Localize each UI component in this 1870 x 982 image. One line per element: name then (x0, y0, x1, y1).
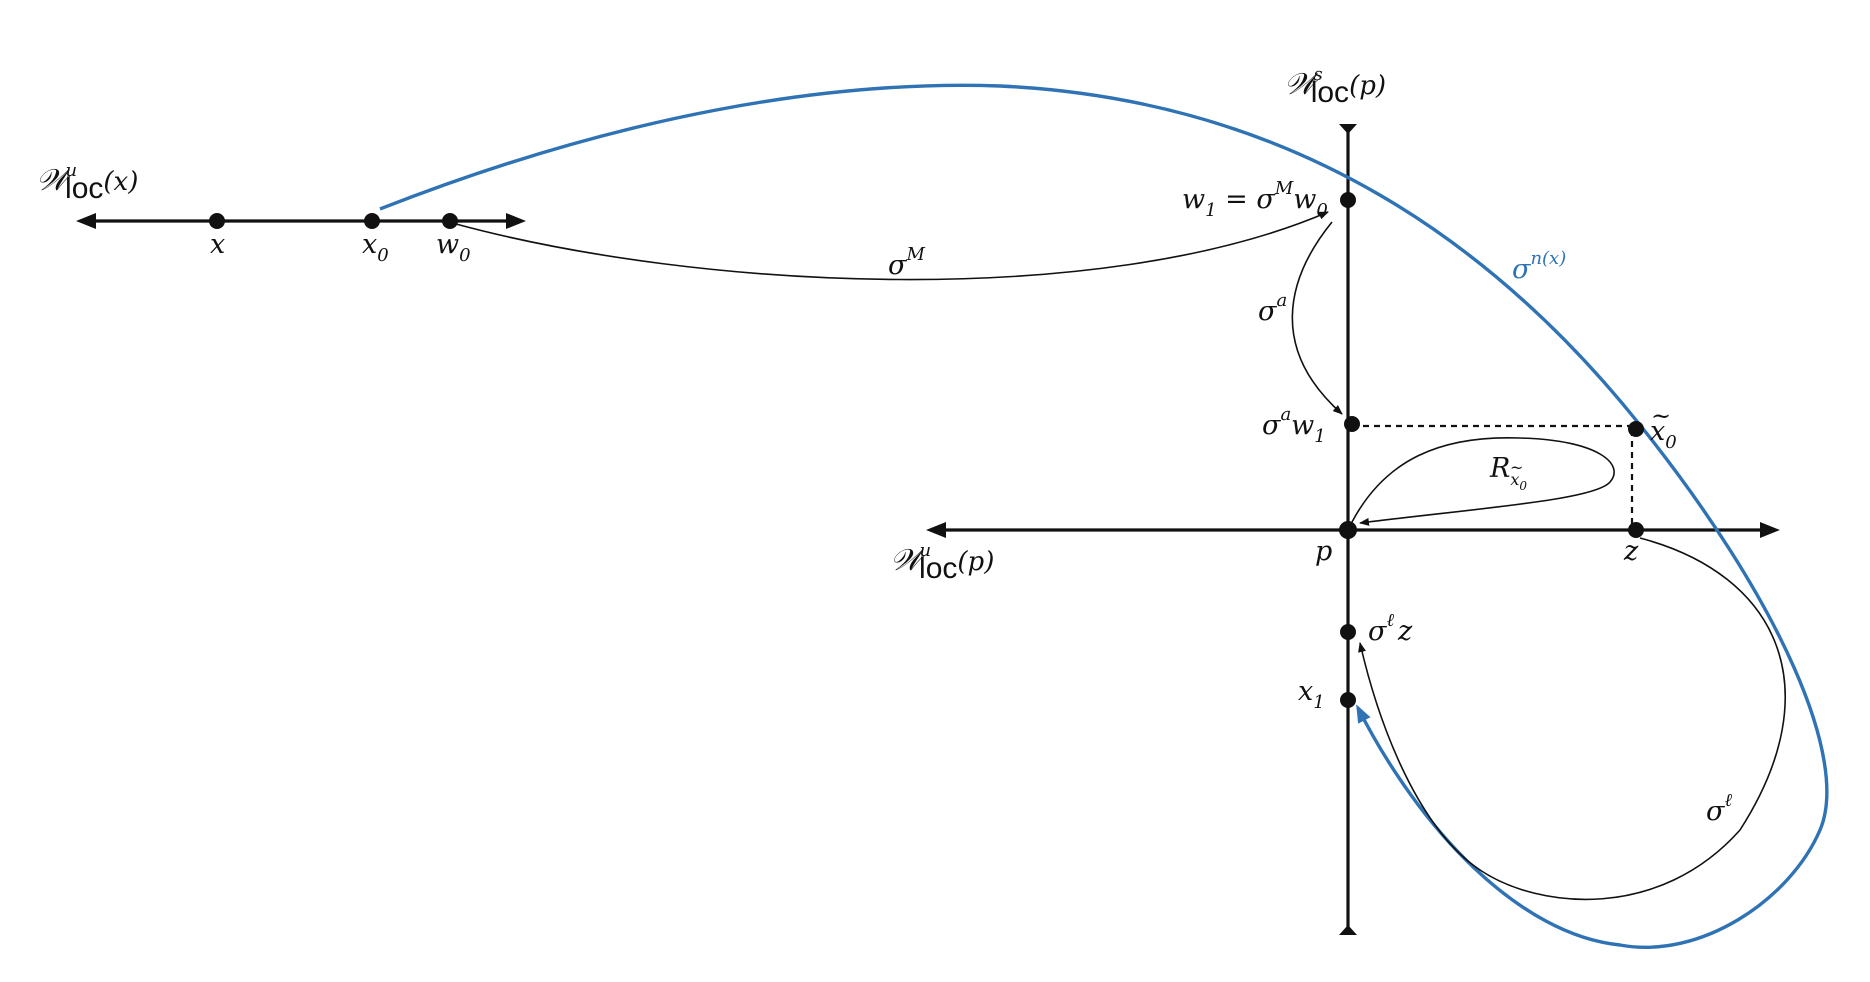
point-sa-w1-dot (1344, 416, 1360, 432)
label-arrow-R: Rx0 (1489, 453, 1527, 493)
label-orbit-sigma-n: σn(x) (1512, 248, 1566, 285)
label-point-sa-w1: σaw1 (1262, 404, 1326, 447)
point-w0-dot (442, 213, 458, 229)
label-arrow-sigma-a: σa (1258, 290, 1287, 327)
label-point-xt0: x0 (1650, 416, 1677, 453)
label-point-p: p (1315, 536, 1332, 567)
point-x1-dot (1340, 692, 1356, 708)
label-point-w1-equation: w1 = σMw0 (1182, 178, 1328, 221)
label-point-xt0-tilde: ~ (1651, 402, 1671, 430)
point-sl-z-dot (1340, 624, 1356, 640)
label-arrow-sigma-l: σℓ (1706, 790, 1732, 827)
arrow-sigma-a (1291, 221, 1343, 415)
label-point-x0: x0 (362, 229, 389, 266)
label-point-z: z (1623, 536, 1639, 567)
point-x0-dot (364, 213, 380, 229)
arrow-R-loop (1351, 436, 1615, 526)
label-point-x1: x1 (1298, 676, 1325, 713)
label-arrow-sigma-M: σM (888, 244, 925, 281)
unstable-manifold-x-line (76, 213, 526, 229)
point-x-dot (209, 213, 225, 229)
point-p-dot (1339, 521, 1357, 539)
label-point-w0: w0 (436, 229, 471, 266)
orbit-sigma-n-curve (379, 83, 1829, 949)
label-point-x: x (210, 229, 225, 260)
arrow-sigma-l (1358, 537, 1786, 901)
point-xt0-dot (1628, 421, 1644, 437)
point-w1-dot (1340, 192, 1356, 208)
arrow-sigma-M (455, 211, 1329, 281)
label-arrow-R-tilde: ~ (1510, 458, 1523, 477)
point-z-dot (1628, 522, 1644, 538)
